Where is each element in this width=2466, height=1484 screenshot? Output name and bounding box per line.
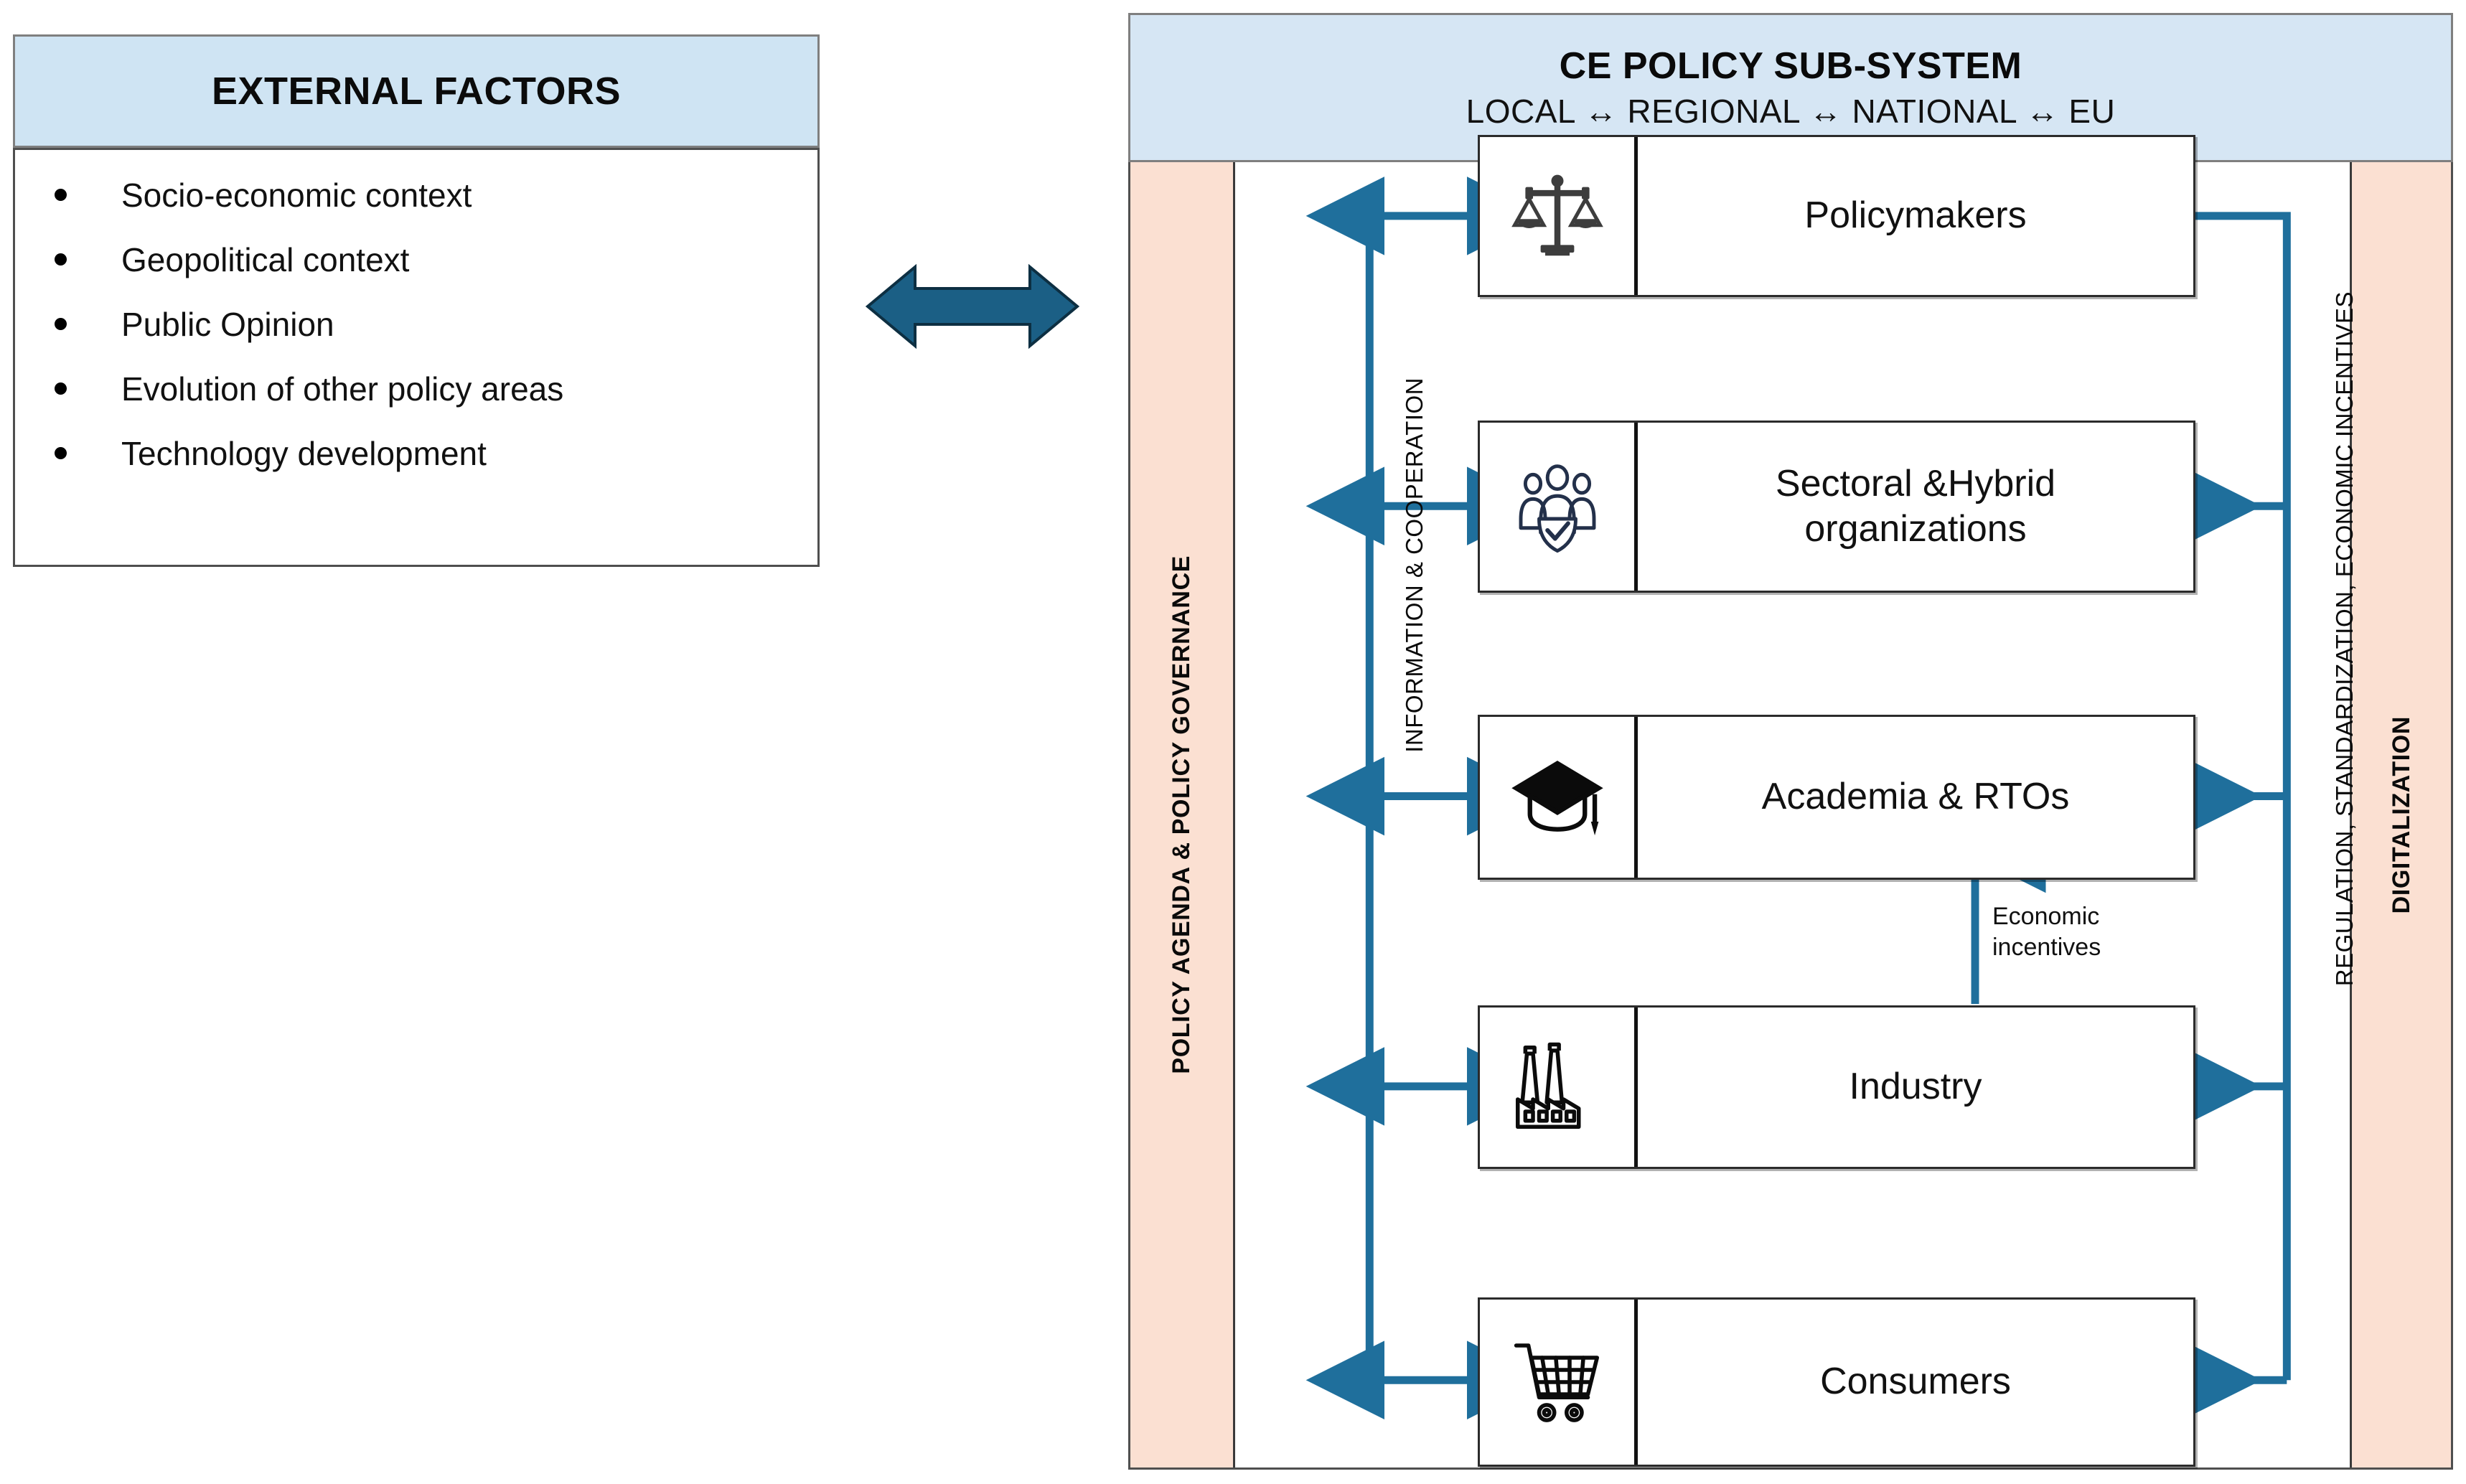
- information-cooperation-label: INFORMATION & COOPERATION: [1401, 377, 1427, 753]
- actor-label-text: Policymakers: [1804, 194, 2027, 237]
- ce-panel-levels: LOCAL ↔ REGIONAL ↔ NATIONAL ↔ EU: [1466, 93, 2116, 130]
- actor-label: Industry: [1638, 1008, 2193, 1167]
- factory-icon: [1480, 1008, 1638, 1167]
- economic-incentives-line1: Economic: [1992, 903, 2100, 930]
- actor-box-academia-rtos[interactable]: Academia & RTOs: [1478, 715, 2195, 880]
- people-group-check-icon: [1480, 423, 1638, 591]
- actor-label: Sectoral &Hybrid organizations: [1638, 423, 2193, 591]
- list-item: Socio-economic context: [15, 179, 817, 243]
- economic-incentives-line2: incentives: [1992, 933, 2101, 961]
- actor-box-industry[interactable]: Industry: [1478, 1005, 2195, 1169]
- actor-label: Academia & RTOs: [1638, 717, 2193, 878]
- bullet-icon: [55, 382, 67, 395]
- actor-box-sectoral-hybrid-organizations[interactable]: Sectoral &Hybrid organizations: [1478, 421, 2195, 593]
- actors-canvas: INFORMATION & COOPERATION REGULATION, ST…: [1237, 135, 2358, 1467]
- actor-label-text: Consumers: [1820, 1361, 2011, 1403]
- economic-incentives-label: Economic incentives: [1992, 901, 2101, 962]
- list-item: Public Opinion: [15, 308, 817, 372]
- actor-label-line1: Sectoral &Hybrid: [1775, 462, 2056, 504]
- list-item-label: Socio-economic context: [121, 177, 472, 214]
- external-factors-list: Socio-economic context Geopolitical cont…: [15, 179, 817, 502]
- ce-panel-title: CE POLICY SUB-SYSTEM: [1559, 45, 2022, 87]
- ce-panel-body: POLICY AGENDA & POLICY GOVERNANCE DIGITA…: [1128, 135, 2453, 1470]
- actor-label: Policymakers: [1638, 137, 2193, 295]
- external-factors-header: EXTERNAL FACTORS: [13, 34, 820, 148]
- actor-label-text: Industry: [1849, 1066, 1982, 1108]
- actor-label-text: Academia & RTOs: [1761, 776, 2070, 818]
- list-item: Technology development: [15, 437, 817, 502]
- regulation-standardization-label: REGULATION, STANDARDIZATION, ECONOMIC IN…: [2331, 291, 2358, 987]
- actor-label-text: Sectoral &Hybrid organizations: [1776, 461, 2055, 553]
- actor-box-consumers[interactable]: Consumers: [1478, 1297, 2195, 1467]
- list-item-label: Geopolitical context: [121, 241, 410, 278]
- list-item-label: Evolution of other policy areas: [121, 370, 564, 408]
- policy-governance-label: POLICY AGENDA & POLICY GOVERNANCE: [1168, 555, 1195, 1074]
- bullet-icon: [55, 189, 67, 201]
- list-item-label: Technology development: [121, 435, 487, 472]
- policy-governance-band: POLICY AGENDA & POLICY GOVERNANCE: [1130, 162, 1235, 1467]
- actor-label-line2: organizations: [1804, 508, 2027, 550]
- external-factors-panel: EXTERNAL FACTORS Socio-economic context …: [13, 34, 820, 580]
- digitalization-band: DIGITALIZATION: [2350, 162, 2451, 1467]
- bullet-icon: [55, 318, 67, 330]
- ce-policy-subsystem-panel: CE POLICY SUB-SYSTEM LOCAL ↔ REGIONAL ↔ …: [1128, 13, 2453, 1470]
- bullet-icon: [55, 253, 67, 266]
- actor-label: Consumers: [1638, 1300, 2193, 1465]
- shopping-cart-icon: [1480, 1300, 1638, 1465]
- bidirectional-arrow-icon: [865, 253, 1080, 360]
- scales-of-justice-icon: [1480, 137, 1638, 295]
- actor-box-policymakers[interactable]: Policymakers: [1478, 135, 2195, 297]
- graduation-cap-icon: [1480, 717, 1638, 878]
- digitalization-label: DIGITALIZATION: [2387, 715, 2415, 914]
- list-item-label: Public Opinion: [121, 306, 334, 343]
- list-item: Geopolitical context: [15, 243, 817, 308]
- external-factors-title: EXTERNAL FACTORS: [211, 70, 622, 113]
- list-item: Evolution of other policy areas: [15, 372, 817, 437]
- bullet-icon: [55, 447, 67, 459]
- external-factors-body: Socio-economic context Geopolitical cont…: [13, 148, 820, 567]
